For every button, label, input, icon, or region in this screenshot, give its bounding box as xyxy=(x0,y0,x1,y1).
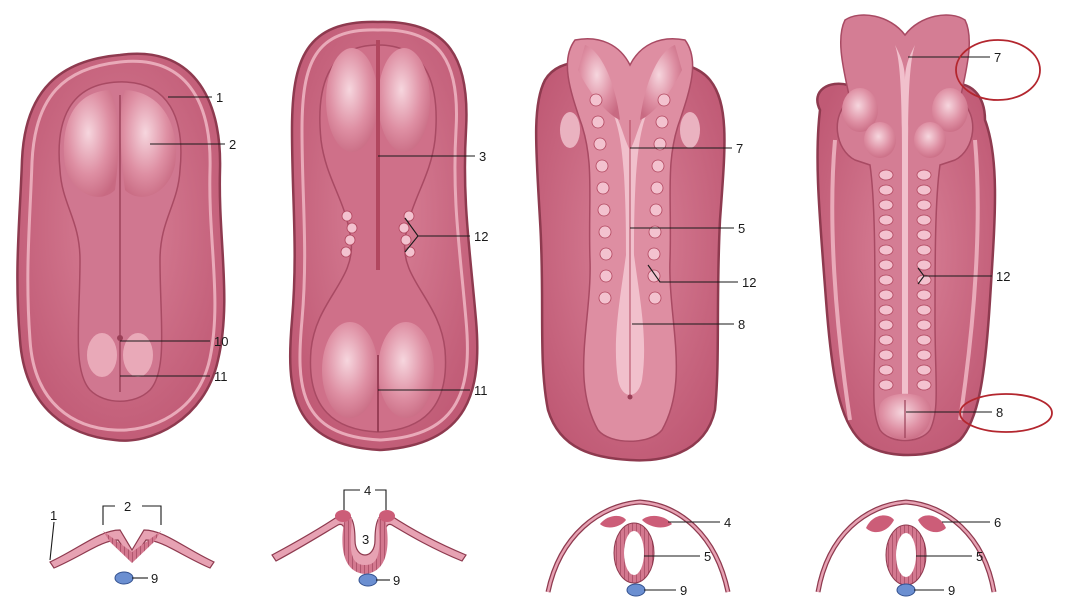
embryo-stage-1 xyxy=(17,54,224,441)
notochord-b xyxy=(359,574,377,586)
neural-tube-d-lumen xyxy=(896,533,916,577)
neural-tube-c-lumen xyxy=(624,531,644,575)
brain-d-left-mid xyxy=(864,122,896,158)
cross-section-a xyxy=(50,530,214,584)
label-d-8: 8 xyxy=(996,405,1003,420)
label-sc-5: 5 xyxy=(704,549,711,564)
cross-section-b xyxy=(272,510,466,586)
label-sb-3: 3 xyxy=(362,532,369,547)
neural-crest-b-left xyxy=(335,510,351,522)
lateral-bulge-c-right xyxy=(680,112,700,148)
caudal-lobe-a-left xyxy=(87,333,117,377)
label-sa-1: 1 xyxy=(50,508,57,523)
notochord-d xyxy=(897,584,915,596)
caudal-lobe-a-right xyxy=(123,333,153,377)
neural-crest-b-right xyxy=(379,510,395,522)
label-d-7: 7 xyxy=(994,50,1001,65)
cross-section-c xyxy=(548,502,728,596)
notochord-a xyxy=(115,572,133,584)
primitive-node-a xyxy=(117,335,123,341)
label-sa-2: 2 xyxy=(124,499,131,514)
label-c-12: 12 xyxy=(742,275,756,290)
label-c-7: 7 xyxy=(736,141,743,156)
label-a-2: 2 xyxy=(229,137,236,152)
cross-section-d xyxy=(818,502,994,596)
label-c-5: 5 xyxy=(738,221,745,236)
label-a-11: 11 xyxy=(214,369,228,384)
embryo-stage-3 xyxy=(536,39,724,461)
label-sc-4: 4 xyxy=(724,515,731,530)
neural-crest-c-left xyxy=(600,516,626,528)
lateral-bulge-c-left xyxy=(560,112,580,148)
tail-fold-b-left xyxy=(322,322,378,418)
notochord-c xyxy=(627,584,645,596)
label-sb-9: 9 xyxy=(393,573,400,588)
label-a-1: 1 xyxy=(216,90,223,105)
label-sd-6: 6 xyxy=(994,515,1001,530)
head-fold-b-right xyxy=(378,48,430,152)
somites-d-right xyxy=(917,170,931,390)
label-b-3: 3 xyxy=(479,149,486,164)
neural-crest-d-right xyxy=(918,515,946,532)
label-sc-9: 9 xyxy=(680,583,687,598)
neural-crest-c-right xyxy=(642,516,672,528)
tail-fold-b-right xyxy=(378,322,434,418)
highlight-ring-7 xyxy=(956,40,1040,100)
label-d-12: 12 xyxy=(996,269,1010,284)
embryo-stage-4 xyxy=(817,15,995,455)
label-sa-9: 9 xyxy=(151,571,158,586)
label-sb-4: 4 xyxy=(364,483,371,498)
label-sd-9: 9 xyxy=(948,583,955,598)
somites-d-left xyxy=(879,170,893,390)
label-a-10: 10 xyxy=(214,334,228,349)
label-b-12: 12 xyxy=(474,229,488,244)
label-c-8: 8 xyxy=(738,317,745,332)
neural-crest-d-left xyxy=(866,515,894,532)
caudal-point-c xyxy=(628,395,633,400)
brain-d-right-mid xyxy=(914,122,946,158)
head-fold-b-left xyxy=(326,48,378,152)
label-sd-5: 5 xyxy=(976,549,983,564)
label-b-11: 11 xyxy=(474,383,488,398)
